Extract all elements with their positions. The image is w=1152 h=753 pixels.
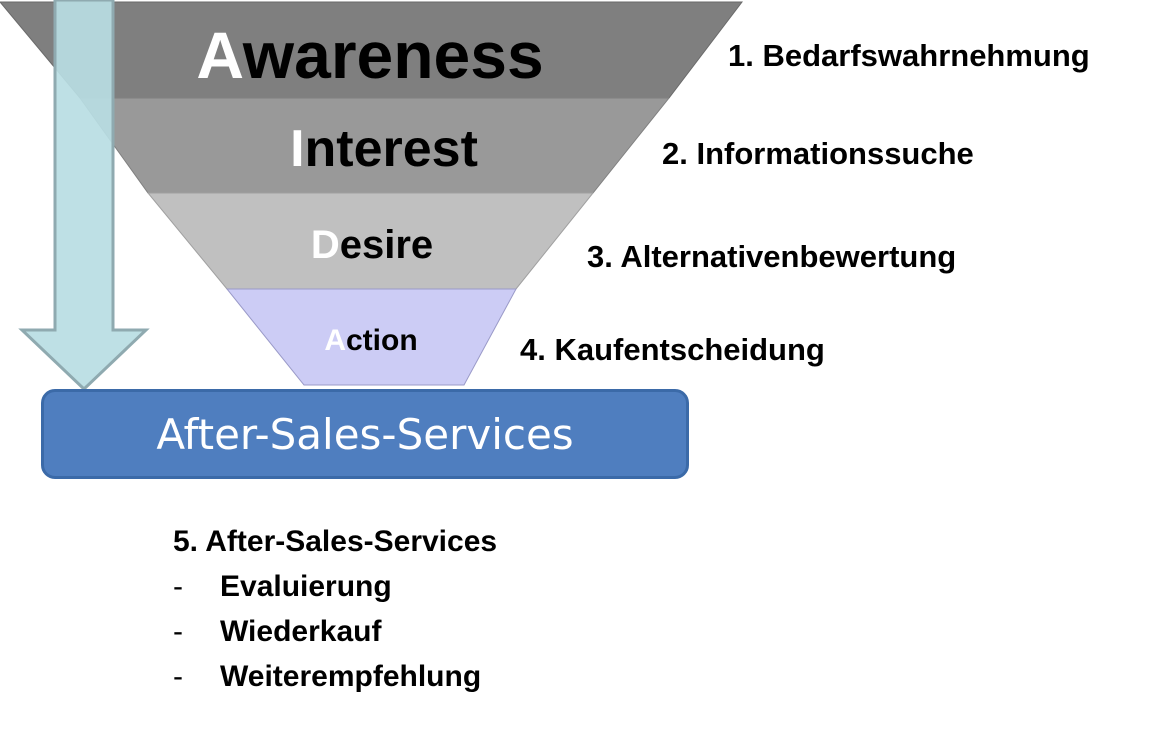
list-item-wiederkauf: - Wiederkauf xyxy=(173,609,773,654)
after-sales-section: 5. After-Sales-Services - Evaluierung - … xyxy=(173,520,773,699)
bullet-dash: - xyxy=(173,570,183,603)
action-initial: A xyxy=(324,324,346,357)
bullet-dash: - xyxy=(173,615,183,648)
funnel-stage-interest-label: Interest xyxy=(290,120,478,178)
after-sales-services-box-label: After-Sales-Services xyxy=(156,409,574,459)
interest-rest: nterest xyxy=(305,120,478,178)
action-rest: ction xyxy=(346,324,418,357)
process-down-arrow xyxy=(18,0,150,392)
list-item-text: Weiterempfehlung xyxy=(220,660,482,693)
desire-initial: D xyxy=(311,223,340,267)
list-item-weiterempfehlung: - Weiterempfehlung xyxy=(173,654,773,699)
awareness-rest: wareness xyxy=(242,18,544,92)
funnel-stage-awareness-label: Awareness xyxy=(196,18,543,92)
step-label-bedarfswahrnehmung: 1. Bedarfswahrnehmung xyxy=(728,38,1090,73)
interest-initial: I xyxy=(290,120,304,178)
list-item-text: Wiederkauf xyxy=(220,615,382,648)
list-item-evaluierung: - Evaluierung xyxy=(173,564,773,609)
after-sales-services-box: After-Sales-Services xyxy=(41,389,689,479)
desire-rest: esire xyxy=(340,223,433,267)
funnel-stage-action xyxy=(225,288,517,386)
step-label-informationssuche: 2. Informationssuche xyxy=(662,136,974,171)
list-item-text: Evaluierung xyxy=(220,570,392,603)
step-label-kaufentscheidung: 4. Kaufentscheidung xyxy=(520,332,825,367)
awareness-initial: A xyxy=(196,18,242,92)
funnel-stage-action-label: Action xyxy=(324,324,417,357)
funnel-stage-desire-label: Desire xyxy=(311,223,433,267)
bullet-dash: - xyxy=(173,660,183,693)
step-label-alternativenbewertung: 3. Alternativenbewertung xyxy=(587,239,957,274)
after-sales-heading: 5. After-Sales-Services xyxy=(173,525,498,558)
